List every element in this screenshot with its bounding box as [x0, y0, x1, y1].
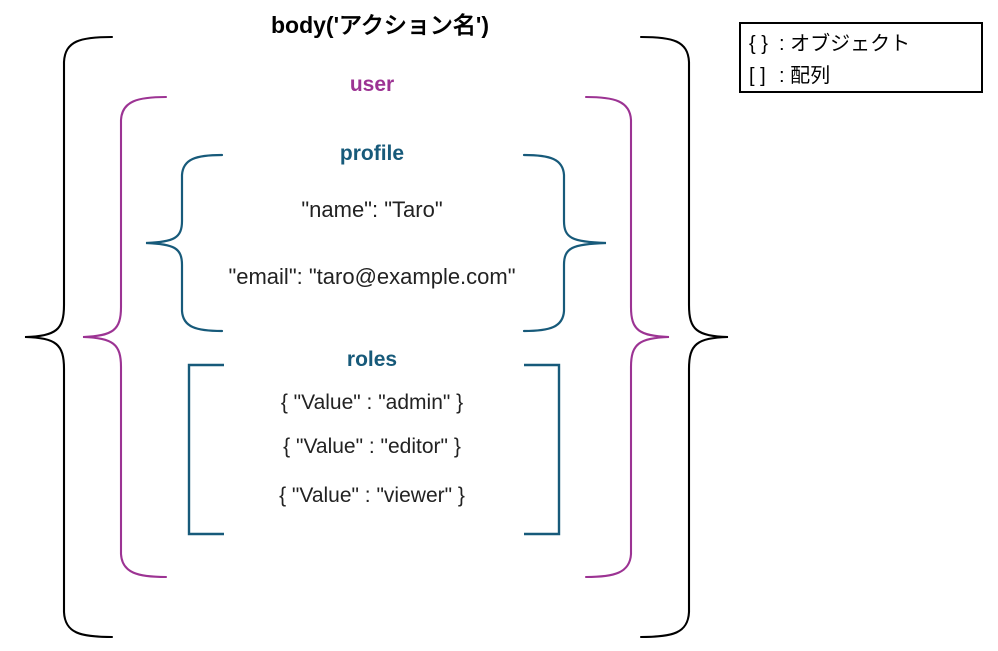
- legend-separator-array: :: [779, 65, 785, 87]
- roles-entry-admin: { "Value" : "admin" }: [280, 391, 464, 414]
- legend-box: { }: オブジェクト [ ]: 配列: [739, 22, 983, 93]
- legend-meaning-array: 配列: [790, 65, 831, 87]
- root-brace-left: [24, 35, 114, 639]
- node-label-user: user: [349, 73, 395, 96]
- legend-row-object: { }: オブジェクト: [749, 28, 981, 60]
- page-title: body('アクション名'): [0, 14, 760, 37]
- roles-entry-viewer: { "Value" : "viewer" }: [279, 484, 465, 507]
- roles-entry-editor: { "Value" : "editor" }: [283, 435, 461, 458]
- legend-symbol-object: { }: [749, 33, 768, 55]
- legend-meaning-object: オブジェクト: [790, 33, 911, 55]
- profile-brace-right: [522, 153, 607, 333]
- node-label-profile: profile: [339, 142, 405, 165]
- node-label-roles: roles: [346, 348, 398, 371]
- legend-symbol-array: [ ]: [749, 65, 766, 87]
- profile-entry-email: "email": "taro@example.com": [228, 264, 516, 289]
- title-text: body('アクション名'): [270, 12, 490, 38]
- profile-entry-name: "name": "Taro": [301, 197, 443, 222]
- legend-row-array: [ ]: 配列: [749, 60, 981, 92]
- profile-brace-left: [145, 153, 224, 333]
- root-brace-right: [639, 35, 729, 639]
- legend-separator-object: :: [779, 33, 785, 55]
